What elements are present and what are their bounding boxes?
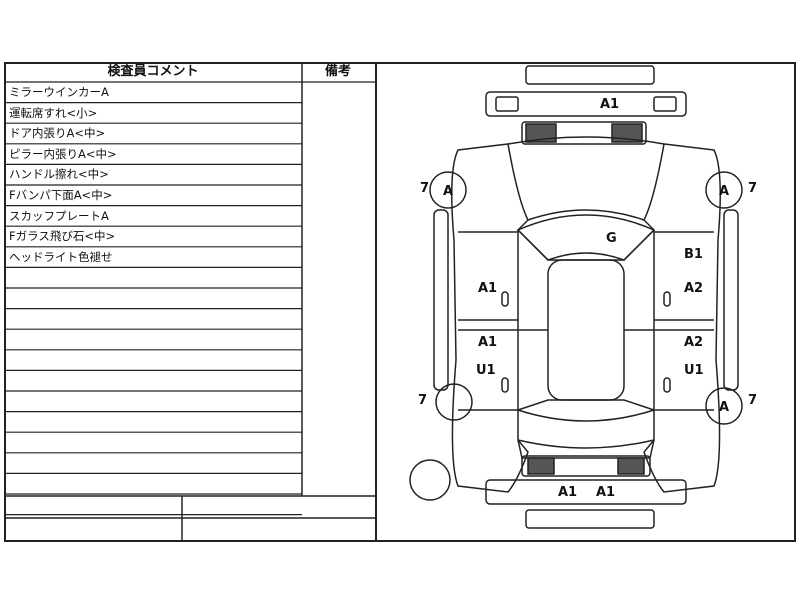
comment-row	[6, 412, 300, 432]
comment-row	[6, 494, 300, 514]
comment-row: Fガラス飛び石<中>	[9, 229, 116, 244]
comment-row: 運転席すれ<小>	[9, 105, 98, 120]
label-left-rear-door-1: A1	[478, 335, 497, 350]
label-right-front-wheel-code: A	[719, 184, 729, 199]
comment-row: ミラーウインカーA	[9, 85, 109, 99]
label-right-rear-wheel-num: 7	[748, 393, 757, 408]
label-rear-bumper-right: A1	[596, 485, 615, 500]
notes-header: 備考	[324, 64, 351, 79]
label-windshield: G	[606, 231, 617, 246]
left-side-skirt	[433, 209, 449, 391]
right-front-wheel	[705, 171, 743, 209]
label-right-rear-wheel-code: A	[719, 400, 729, 415]
comment-row	[6, 288, 300, 308]
comment-row	[6, 473, 300, 493]
comment-row: ヘッドライト色褪せ	[9, 249, 113, 264]
car-damage-diagram: A1 G 7 A A 7 7 A 7 A1 A1 U1 B1 A2 A2 U1 …	[409, 65, 757, 529]
front-bumper-top	[525, 65, 655, 85]
table-grid	[4, 62, 377, 542]
right-side-skirt	[723, 209, 739, 391]
comment-row: Fバンパ下面A<中>	[9, 188, 113, 202]
trunk-rear	[521, 455, 651, 477]
sheet-frame	[4, 62, 796, 542]
label-front-bumper: A1	[600, 97, 619, 112]
comments-header: 検査員コメント	[107, 64, 199, 79]
comment-row	[6, 370, 300, 390]
label-left-rear-door-2: U1	[476, 363, 496, 378]
spare-tire	[409, 459, 451, 501]
comment-row	[6, 350, 300, 370]
comment-row	[6, 267, 300, 287]
label-left-front-wheel-num: 7	[420, 181, 429, 196]
label-rear-bumper-left: A1	[558, 485, 577, 500]
rear-bumper-bottom	[525, 509, 655, 529]
label-right-fender: B1	[684, 247, 703, 262]
comment-row: ドア内張りA<中>	[9, 126, 106, 141]
inspection-sheet: 検査員コメント 備考 ミラーウインカーA 運転席すれ<小> ドア内張りA<中> ピラー…	[0, 60, 800, 546]
hood-front	[521, 121, 647, 145]
comment-row: ピラー内張りA<中>	[9, 146, 117, 161]
label-right-front-door: A2	[684, 281, 703, 296]
roof	[547, 259, 625, 401]
front-bumper	[485, 91, 687, 117]
right-body-side	[643, 143, 721, 493]
left-rear-wheel	[435, 383, 473, 421]
rear-window	[515, 399, 657, 422]
comment-row	[6, 453, 300, 473]
comment-row	[6, 329, 300, 349]
label-left-front-door: A1	[478, 281, 497, 296]
left-body-side	[451, 143, 529, 493]
label-right-rear-door-2: U1	[684, 363, 704, 378]
comment-row	[6, 309, 300, 329]
comment-row	[6, 391, 300, 411]
label-left-rear-wheel-num: 7	[418, 393, 427, 408]
label-left-front-wheel-code: A	[443, 184, 453, 199]
right-rear-wheel	[705, 387, 743, 425]
comment-row	[6, 432, 300, 452]
rear-bumper	[485, 479, 687, 505]
label-right-front-wheel-num: 7	[748, 181, 757, 196]
label-right-rear-door-1: A2	[684, 335, 703, 350]
comment-row: ハンドル擦れ<中>	[9, 167, 109, 182]
windshield	[516, 214, 656, 261]
left-front-wheel	[429, 171, 467, 209]
comment-row: スカッフプレートA	[9, 208, 109, 223]
